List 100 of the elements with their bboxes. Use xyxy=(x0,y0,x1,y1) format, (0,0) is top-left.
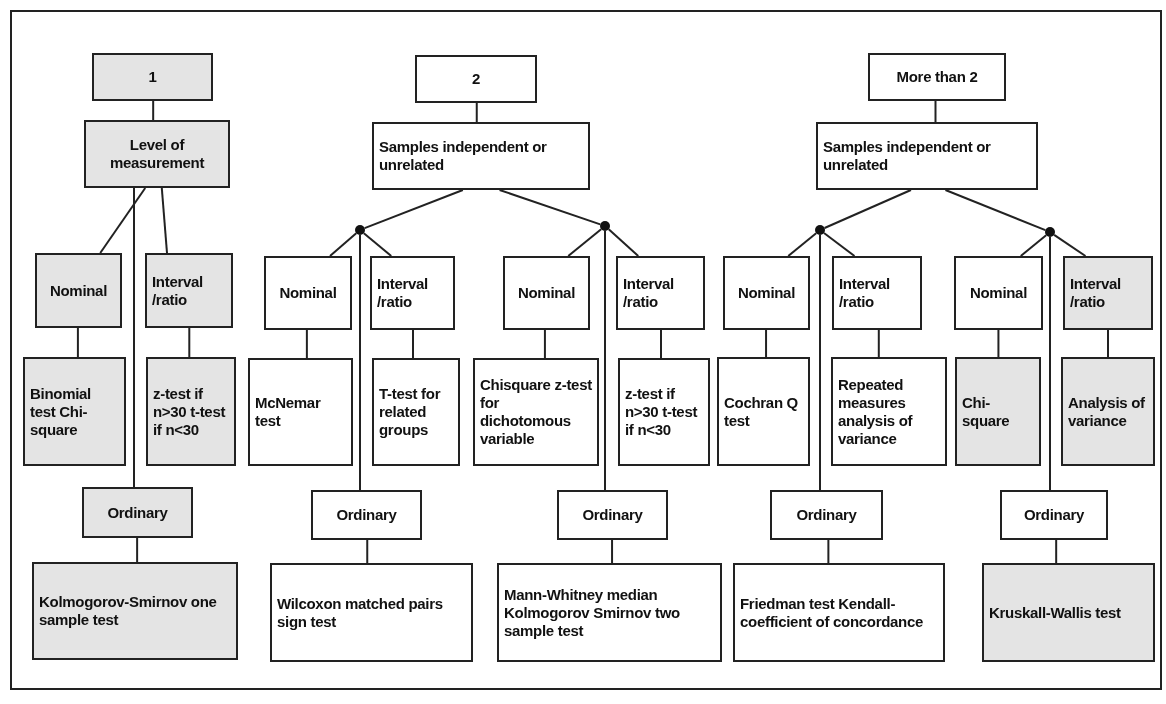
connector-line xyxy=(133,187,135,488)
box-label: Level of measurement xyxy=(108,136,206,172)
test-box xyxy=(1063,256,1153,330)
connector-line xyxy=(305,329,308,359)
box-label: Nominal xyxy=(49,281,108,300)
box-label: z-test if n>30 t-test if n<30 xyxy=(625,385,699,439)
test-box xyxy=(618,358,710,466)
connector-line xyxy=(823,189,912,229)
box-label: Nominal xyxy=(279,284,337,302)
box-label: Analysis of variance xyxy=(1068,393,1146,430)
connector-line xyxy=(1053,233,1087,257)
test-box xyxy=(733,563,945,662)
box-label: T-test for related groups xyxy=(379,385,442,439)
connector-line xyxy=(611,539,614,564)
connector-line xyxy=(1019,234,1048,257)
connector-line xyxy=(877,329,880,358)
connector-line xyxy=(607,228,640,257)
test-box xyxy=(954,256,1043,330)
test-box xyxy=(372,122,590,190)
connector-line xyxy=(160,187,168,254)
connector-line xyxy=(543,329,546,359)
connector-line xyxy=(362,232,393,257)
test-box xyxy=(557,490,668,540)
test-box xyxy=(868,53,1006,101)
test-box xyxy=(145,253,233,328)
box-label: Interval /ratio xyxy=(377,275,429,311)
box-label: Samples independent or unrelated xyxy=(379,138,548,174)
box-label: Mann-Whitney median Kolmogorov Smirnov two sample test xyxy=(504,585,681,640)
test-box xyxy=(1061,357,1155,466)
connector-line xyxy=(604,230,606,491)
box-label: Ordinary xyxy=(107,503,168,522)
box-label: Friedman test Kendall-coefficient of concordance xyxy=(740,594,925,631)
connector-line xyxy=(823,232,856,257)
test-box xyxy=(270,563,473,662)
connector-line xyxy=(412,329,415,359)
box-label: Ordinary xyxy=(336,506,397,524)
test-box xyxy=(616,256,705,330)
connector-line xyxy=(765,329,768,358)
box-label: Chi-square xyxy=(962,393,1011,430)
box-label: McNemar test xyxy=(255,394,322,430)
connector-line xyxy=(787,232,818,257)
test-box xyxy=(497,563,722,662)
test-box xyxy=(1000,490,1108,540)
test-box xyxy=(955,357,1041,466)
box-label: Interval /ratio xyxy=(1070,275,1122,311)
test-box xyxy=(723,256,810,330)
box-label: 1 xyxy=(148,68,157,86)
box-label: Interval /ratio xyxy=(623,275,675,311)
test-box xyxy=(832,256,922,330)
connector-line xyxy=(567,228,603,257)
test-box xyxy=(248,358,353,466)
connector-line xyxy=(1107,329,1109,358)
test-box xyxy=(982,563,1155,662)
test-box xyxy=(82,487,193,538)
box-label: 2 xyxy=(471,70,480,88)
test-box xyxy=(831,357,947,466)
test-box xyxy=(84,120,230,188)
connector-line xyxy=(99,187,147,254)
test-box xyxy=(311,490,422,540)
connector-line xyxy=(498,189,602,226)
box-label: Ordinary xyxy=(796,506,857,524)
connector-line xyxy=(329,232,358,257)
test-box xyxy=(370,256,455,330)
box-label: Chisquare z-test for dichotomous variable xyxy=(480,376,592,448)
connector-line xyxy=(152,100,155,121)
box-label: Nominal xyxy=(517,284,576,302)
test-box xyxy=(35,253,122,328)
test-box xyxy=(23,357,126,466)
test-box xyxy=(473,358,599,466)
box-label: Wilcoxon matched pairs sign test xyxy=(277,594,444,631)
box-label: Ordinary xyxy=(1023,506,1085,524)
box-label: More than 2 xyxy=(896,68,978,86)
test-box xyxy=(717,357,810,466)
connector-line xyxy=(997,329,1000,358)
connector-line xyxy=(475,102,478,123)
connector-line xyxy=(1055,539,1058,564)
connector-line xyxy=(827,539,830,564)
connector-line xyxy=(660,329,663,359)
box-label: Nominal xyxy=(969,284,1028,302)
box-label: Kolmogorov-Smirnov one sample test xyxy=(39,593,218,629)
box-label: Samples independent or unrelated xyxy=(823,138,992,174)
test-box xyxy=(415,55,537,103)
test-box xyxy=(146,357,236,466)
connector-line xyxy=(819,234,821,491)
test-box xyxy=(32,562,238,660)
box-label: Interval /ratio xyxy=(839,275,891,311)
box-label: z-test if n>30 t-test if n<30 xyxy=(153,384,227,439)
test-box xyxy=(503,256,590,330)
connector-line xyxy=(188,327,191,358)
test-box xyxy=(264,256,352,330)
test-box xyxy=(92,53,213,101)
box-label: Cochran Q test xyxy=(724,393,799,430)
box-label: Interval /ratio xyxy=(152,272,204,309)
test-box xyxy=(770,490,883,540)
connector-line xyxy=(359,234,361,491)
connector-line xyxy=(934,100,937,123)
connector-line xyxy=(1049,236,1051,491)
connector-line xyxy=(944,189,1047,232)
test-box xyxy=(372,358,460,466)
test-box xyxy=(816,122,1038,190)
